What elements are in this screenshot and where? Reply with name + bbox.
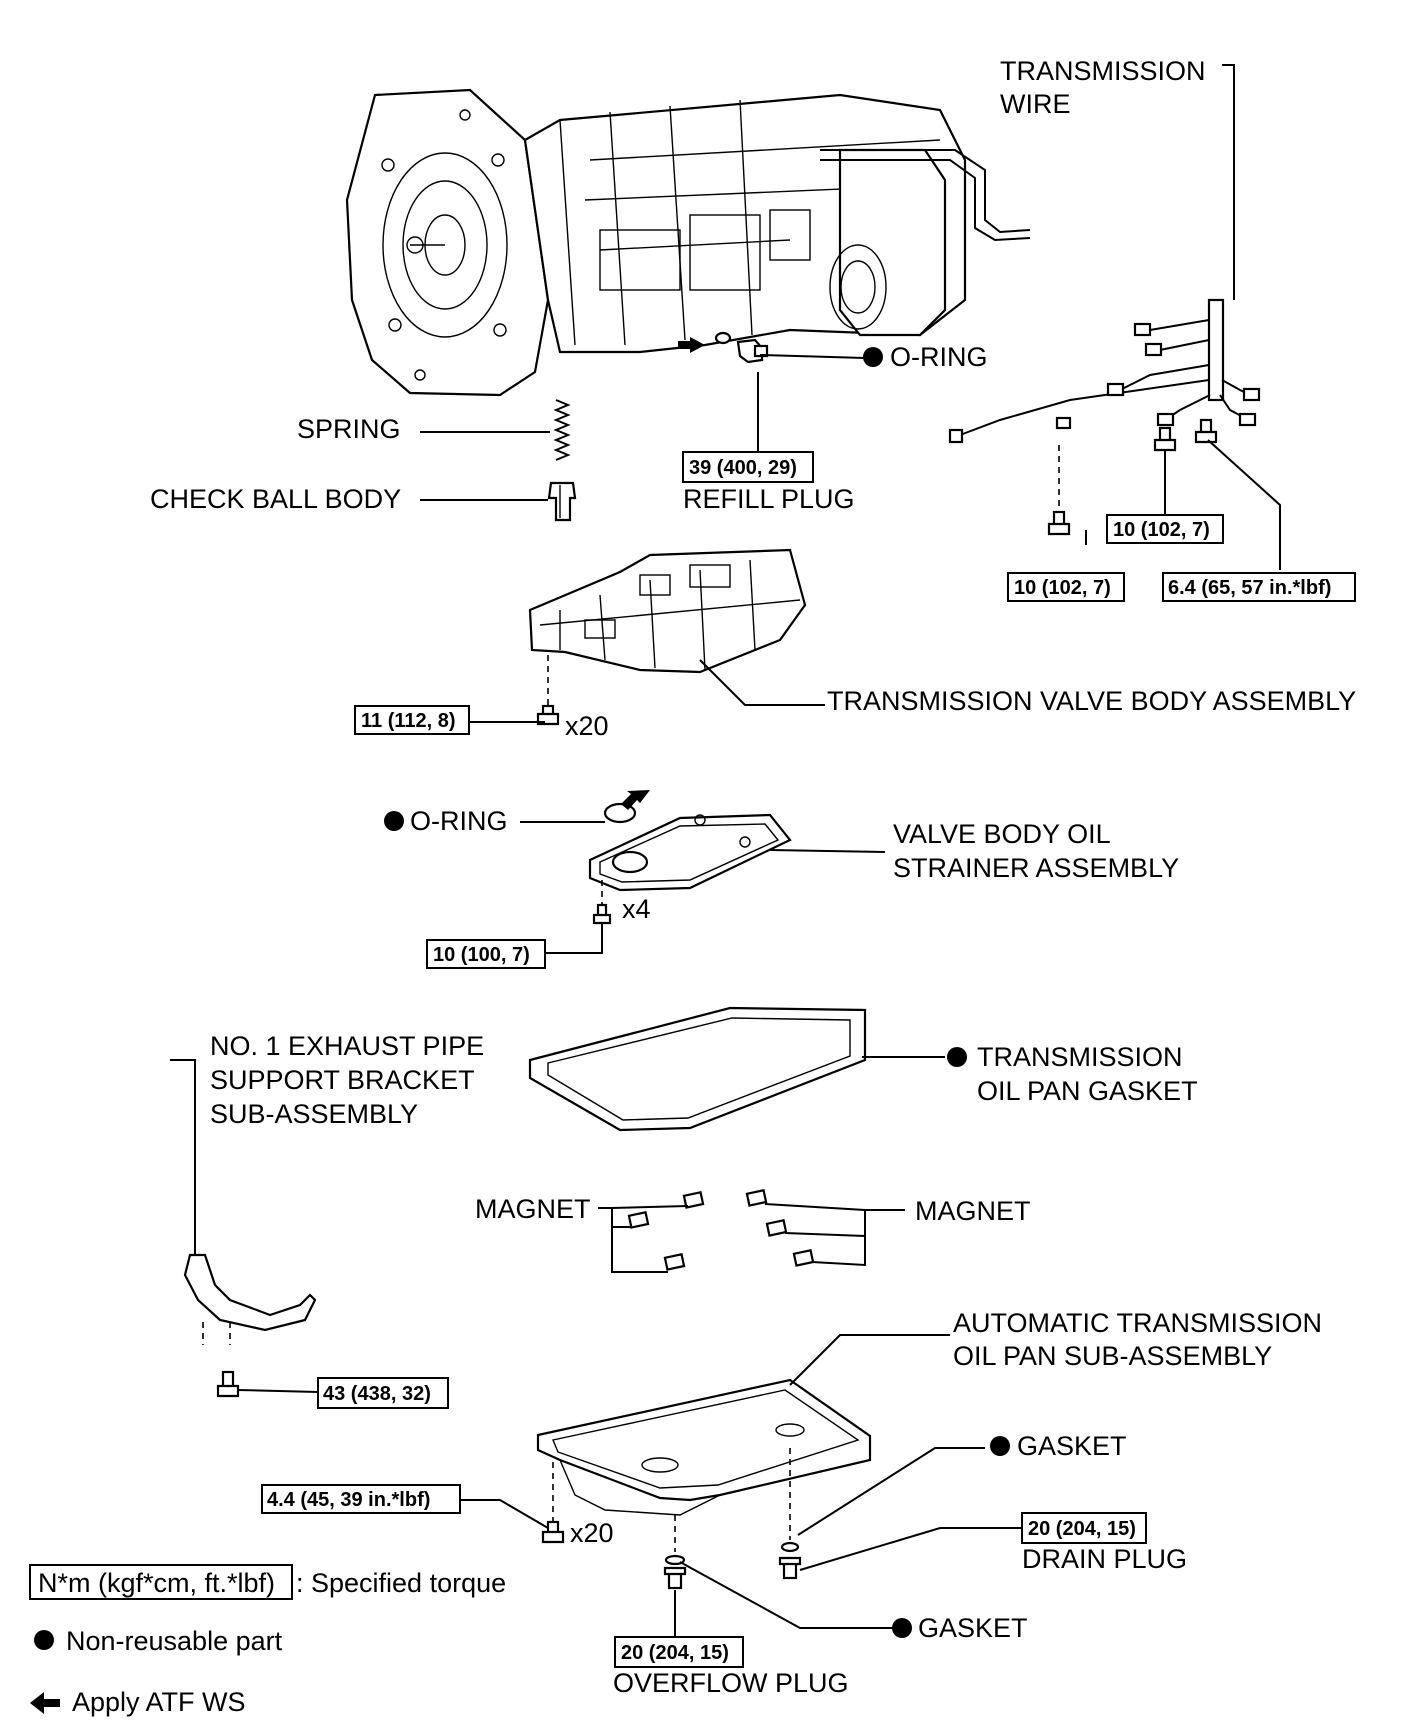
oil-pan-drawing <box>536 1378 872 1590</box>
overflow-plug-label: OVERFLOW PLUG <box>613 1668 849 1698</box>
check-ball-body-drawing <box>547 481 577 522</box>
refill-plug-drawing <box>714 331 769 364</box>
transmission-wire-drawing <box>948 64 1261 444</box>
exhaust-bracket-label: SUPPORT BRACKET <box>210 1065 475 1095</box>
torque-wire-bolt-left: 10 (102, 7) <box>1014 577 1111 599</box>
strainer-label: STRAINER ASSEMBLY <box>893 853 1179 883</box>
transmission-wire-label: WIRE <box>1000 89 1071 119</box>
atf-arrow-icon <box>621 790 650 810</box>
atf-arrow-icon <box>678 337 705 353</box>
o-ring-label: O-RING <box>410 806 508 836</box>
o-ring-label: O-RING <box>890 342 988 372</box>
quantity-label: x20 <box>565 711 609 741</box>
spring-label: SPRING <box>297 414 401 444</box>
oil-pan-label: OIL PAN SUB-ASSEMBLY <box>953 1341 1272 1371</box>
exhaust-bracket-drawing <box>183 1253 317 1398</box>
torque-bracket: 43 (438, 32) <box>323 1383 431 1405</box>
torque-box <box>426 939 546 969</box>
torque-overflow-plug: 20 (204, 15) <box>621 1642 729 1664</box>
torque-box <box>1162 572 1356 602</box>
oil-pan-label: AUTOMATIC TRANSMISSION <box>953 1308 1322 1338</box>
torque-drain-plug: 20 (204, 15) <box>1028 1518 1136 1540</box>
transmission-case-drawing <box>345 88 1031 397</box>
legend: N*m (kgf*cm, ft.*lbf) : Specified torque… <box>29 1564 506 1717</box>
non-reusable-dot-icon <box>34 1630 54 1650</box>
torque-wire-bolt-small: 6.4 (65, 57 in.*lbf) <box>1168 577 1331 599</box>
torque-wire-bolt-right: 10 (102, 7) <box>1113 519 1210 541</box>
non-reusable-dot-icon <box>892 1618 912 1638</box>
gasket-label: GASKET <box>1017 1431 1127 1461</box>
exhaust-bracket-label: NO. 1 EXHAUST PIPE <box>210 1031 484 1061</box>
torque-box <box>354 705 470 735</box>
legend-torque-text: : Specified torque <box>296 1568 506 1598</box>
magnets-drawing <box>627 1188 815 1271</box>
drain-plug-label: DRAIN PLUG <box>1022 1544 1187 1574</box>
transmission-wire-label: TRANSMISSION <box>1000 56 1206 86</box>
torque-refill-plug: 39 (400, 29) <box>689 457 797 479</box>
torque-strainer: 10 (100, 7) <box>433 944 530 966</box>
torque-valve-body: 11 (112, 8) <box>361 710 456 732</box>
oil-pan-gasket-label: TRANSMISSION <box>977 1042 1183 1072</box>
valve-body-label: TRANSMISSION VALVE BODY ASSEMBLY <box>827 686 1356 716</box>
torque-box <box>1106 514 1224 544</box>
legend-apply-atf: Apply ATF WS <box>72 1687 246 1717</box>
valve-body-drawing <box>528 548 807 726</box>
oil-pan-gasket-label: OIL PAN GASKET <box>977 1076 1198 1106</box>
oil-pan-gasket-drawing <box>528 1006 867 1132</box>
non-reusable-dot-icon <box>990 1436 1010 1456</box>
torque-box <box>614 1636 744 1668</box>
refill-plug-label: REFILL PLUG <box>683 484 855 514</box>
non-reusable-dot-icon <box>947 1047 967 1067</box>
check-ball-body-label: CHECK BALL BODY <box>150 484 401 514</box>
spring-drawing <box>553 399 571 461</box>
legend-torque-units: N*m (kgf*cm, ft.*lbf) <box>38 1568 275 1598</box>
torque-box <box>317 1377 449 1409</box>
torque-box <box>1007 572 1125 602</box>
atf-arrow-icon <box>30 1692 60 1714</box>
torque-box <box>1021 1512 1147 1544</box>
strainer-drawing <box>588 802 792 925</box>
gasket-label: GASKET <box>918 1613 1028 1643</box>
non-reusable-dot-icon <box>384 811 404 831</box>
quantity-label: x4 <box>622 894 651 924</box>
strainer-label: VALVE BODY OIL <box>893 819 1111 849</box>
torque-oil-pan: 4.4 (45, 39 in.*lbf) <box>267 1489 430 1511</box>
leader-lines <box>170 354 1281 1650</box>
wire-bolts-drawing <box>1047 418 1218 536</box>
quantity-label: x20 <box>570 1518 614 1548</box>
torque-box <box>682 451 814 483</box>
magnet-label: MAGNET <box>915 1196 1031 1226</box>
legend-torque-box <box>29 1564 293 1600</box>
torque-box <box>261 1484 461 1514</box>
exhaust-bracket-label: SUB-ASSEMBLY <box>210 1099 418 1129</box>
magnet-label: MAGNET <box>475 1194 591 1224</box>
non-reusable-dot-icon <box>863 347 883 367</box>
legend-non-reusable: Non-reusable part <box>66 1626 283 1656</box>
